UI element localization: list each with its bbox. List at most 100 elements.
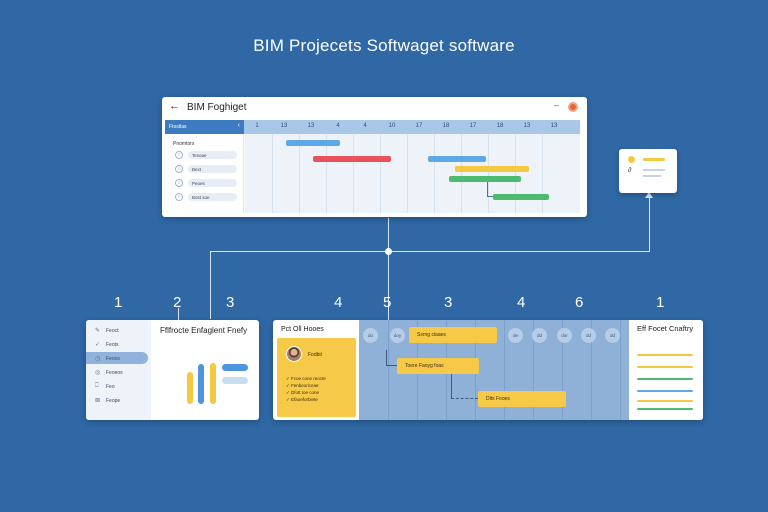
gantt-header: Ftostlas ‹ 1 13 13 4 4 10 17 18 17 18 13… [165,120,580,134]
window-titlebar: ← BIM Foghiget – [162,97,587,119]
schedule-bar[interactable]: Ssrng ciaaes [409,327,497,343]
date-marker[interactable]: de [508,328,523,343]
sidebar-item-active[interactable]: ◷ Feoos [86,352,148,364]
dependency-line [386,350,397,366]
task-status-icon[interactable]: ○ [175,165,183,173]
back-arrow-icon[interactable]: ← [169,100,180,112]
checklist-item: ✓ Dfott toe cone [286,390,320,395]
date-header: 13 [550,123,558,129]
grid-line [488,134,489,213]
grid-line [272,134,273,213]
date-marker[interactable]: dd [605,328,620,343]
sidebar-item[interactable]: ⎕ Feo [95,383,115,390]
summary-line [637,390,693,392]
date-marker[interactable]: dd [532,328,547,343]
timeline: do doy de dd dor dd dd dd Ssrng ciaaes T… [359,320,646,420]
panel-title: Fflfrocte Enfaglent Fnefy [160,326,248,335]
grid-line [461,134,462,213]
date-header: 17 [469,123,477,129]
chevron-left-icon[interactable]: ‹ [237,122,240,129]
summary-line [637,354,693,356]
date-header: 18 [442,123,450,129]
step-number: 4 [334,294,343,311]
info-card[interactable]: ∂ [619,149,677,193]
date-header: 13 [307,123,315,129]
grid-line [380,134,381,213]
window-title: BIM Foghiget [187,102,247,113]
panel-title: Pct Oll Hooes [281,326,324,333]
connector-line [178,308,179,320]
step-number: 1 [114,294,123,311]
task-label: Bext [188,165,237,173]
schedule-bar[interactable]: Dlts Fooes [478,391,566,407]
grid-line [407,134,408,213]
edit-icon: ✎ [95,328,101,334]
gantt-bar[interactable] [493,194,549,200]
task-status-icon[interactable]: ○ [175,179,183,187]
task-row[interactable]: ○ Tesoae [175,150,237,159]
step-number: 3 [444,294,453,311]
sidebar-item[interactable]: ✓ Feots [95,342,119,348]
connector-line [210,251,650,252]
step-number: 5 [383,294,392,311]
clock-icon: ◷ [95,356,101,362]
task-status-icon[interactable]: ○ [175,151,183,159]
gantt-bar[interactable] [286,140,340,146]
sidebar-item[interactable]: ⊠ Feope [95,398,121,404]
step-number: 2 [173,294,182,311]
summary-line [637,400,693,402]
gantt-grid [245,134,580,213]
summary-line [637,366,693,368]
dependency-line [451,374,478,399]
date-marker[interactable]: dd [581,328,596,343]
gantt-bar[interactable] [455,166,529,172]
assignee-card[interactable]: Fodbit ✓ Fcoe cone reocte ✓ Fenbeoriceae… [277,338,356,417]
avatar [286,346,302,362]
grid-line [533,320,534,420]
target-icon: ◎ [95,370,101,376]
chart-pill [222,377,248,384]
task-row[interactable]: ○ Peoes [175,178,237,187]
summary-column: Eff Focet Cnaftry [629,320,703,420]
date-marker[interactable]: dor [557,328,572,343]
minimize-icon[interactable]: – [554,100,560,110]
grid-line [504,320,505,420]
box-icon: ⎕ [95,383,99,389]
dependency-line [487,182,493,197]
date-marker[interactable]: doy [390,328,405,343]
checklist-item: ✓ Efaoeforbiete [286,397,318,402]
sidebar-item[interactable]: ✎ Feoct [95,328,119,334]
connector-node [385,248,392,255]
gantt-bar[interactable] [449,176,521,182]
date-header: 17 [415,123,423,129]
task-group-label: Pnomtors [173,141,195,147]
user-avatar-icon[interactable] [568,102,578,112]
chart-bar [210,363,216,404]
date-header: 4 [363,123,367,129]
task-status-icon[interactable]: ○ [175,193,183,201]
grid-line [591,320,592,420]
grid-line [353,134,354,213]
date-marker[interactable]: do [363,328,378,343]
gantt-window: ← BIM Foghiget – Ftostlas ‹ 1 13 13 4 4 … [162,97,587,217]
gantt-bar[interactable] [428,156,486,162]
task-row[interactable]: ○ Bost soe [175,192,237,201]
task-label: Bost soe [188,193,237,201]
step-number: 4 [517,294,526,311]
date-header: 4 [336,123,340,129]
task-row[interactable]: ○ Bext [175,164,237,173]
sidebar-item[interactable]: ◎ Feoeos [95,370,123,376]
grid-line [620,320,621,420]
summary-line [637,408,693,410]
step-number: 3 [226,294,235,311]
schedule-bar[interactable]: Toere Faoyg foas [397,358,479,374]
gantt-bar[interactable] [313,156,391,162]
date-header: 13 [280,123,288,129]
date-header: 13 [523,123,531,129]
step-number: 6 [575,294,584,311]
page-title: BIM Projecets Softwaget software [253,36,515,55]
task-label: Peoes [188,179,237,187]
grid-line [388,320,389,420]
checklist-item: ✓ Fcoe cone reocte [286,376,326,381]
gantt-header-label[interactable]: Ftostlas ‹ [165,120,244,134]
